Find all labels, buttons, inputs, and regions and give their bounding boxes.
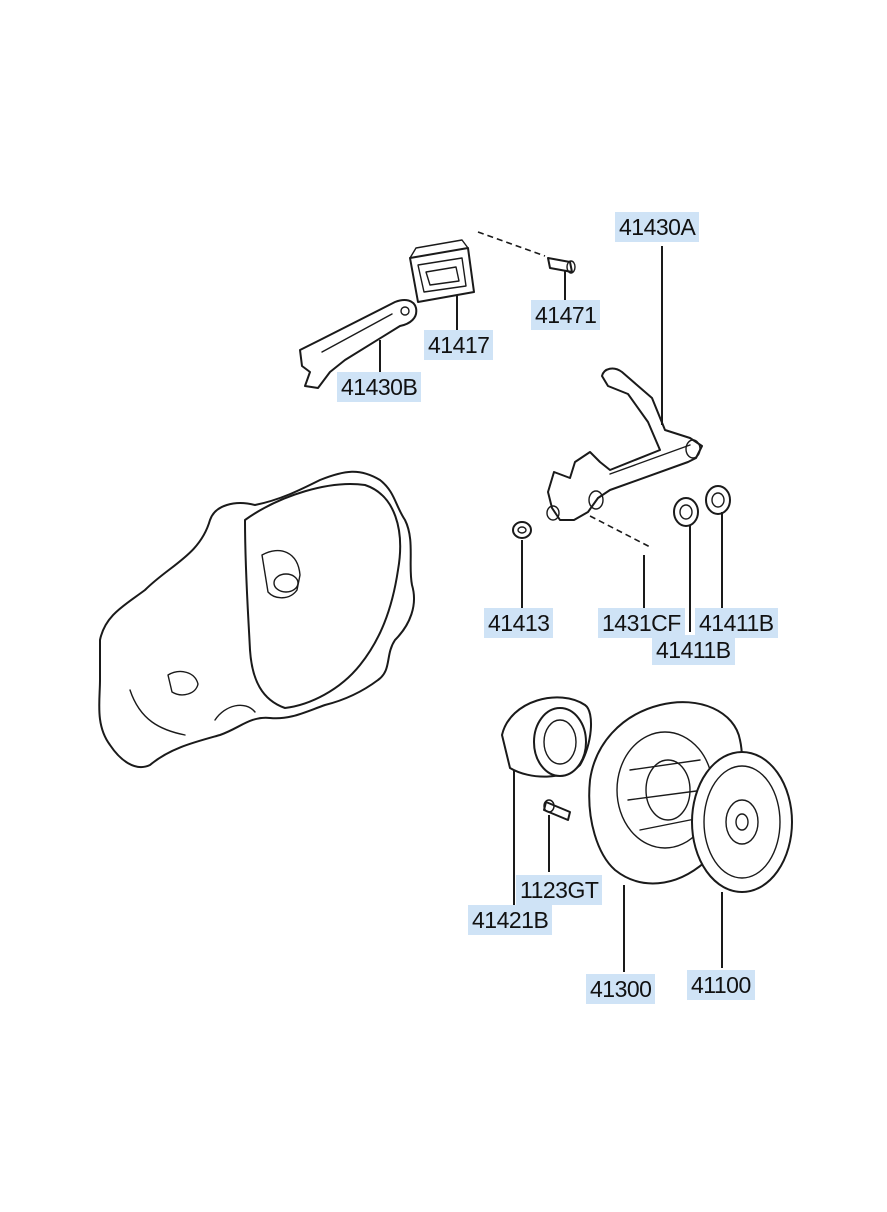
part-label-41430B[interactable]: 41430B bbox=[337, 372, 422, 402]
part-label-41300[interactable]: 41300 bbox=[586, 974, 656, 1004]
part-label-1431CF[interactable]: 1431CF bbox=[598, 608, 685, 638]
dust-boot-icon bbox=[409, 239, 475, 303]
release-bearing-icon bbox=[501, 696, 592, 778]
bushing-icon bbox=[705, 485, 731, 515]
part-label-41421B[interactable]: 41421B bbox=[468, 905, 553, 935]
bolt-icon bbox=[547, 257, 576, 274]
transmission-housing-icon bbox=[98, 470, 415, 768]
bushing-icon bbox=[512, 521, 532, 539]
part-label-41411B-second[interactable]: 41411B bbox=[652, 635, 735, 665]
leader-lines bbox=[379, 246, 723, 972]
part-label-41430A[interactable]: 41430A bbox=[615, 212, 700, 242]
bushing-icon bbox=[673, 497, 699, 527]
part-label-41411B[interactable]: 41411B bbox=[695, 608, 778, 638]
part-label-41417[interactable]: 41417 bbox=[424, 330, 494, 360]
part-label-41471[interactable]: 41471 bbox=[531, 300, 601, 330]
clutch-disc-icon bbox=[691, 751, 793, 893]
part-label-41413[interactable]: 41413 bbox=[484, 608, 554, 638]
release-fork-shaft-icon bbox=[546, 367, 703, 521]
bolt-icon bbox=[543, 799, 571, 821]
part-label-1123GT[interactable]: 1123GT bbox=[516, 875, 603, 905]
release-lever-icon bbox=[299, 299, 418, 389]
part-label-41100[interactable]: 41100 bbox=[687, 970, 755, 1000]
